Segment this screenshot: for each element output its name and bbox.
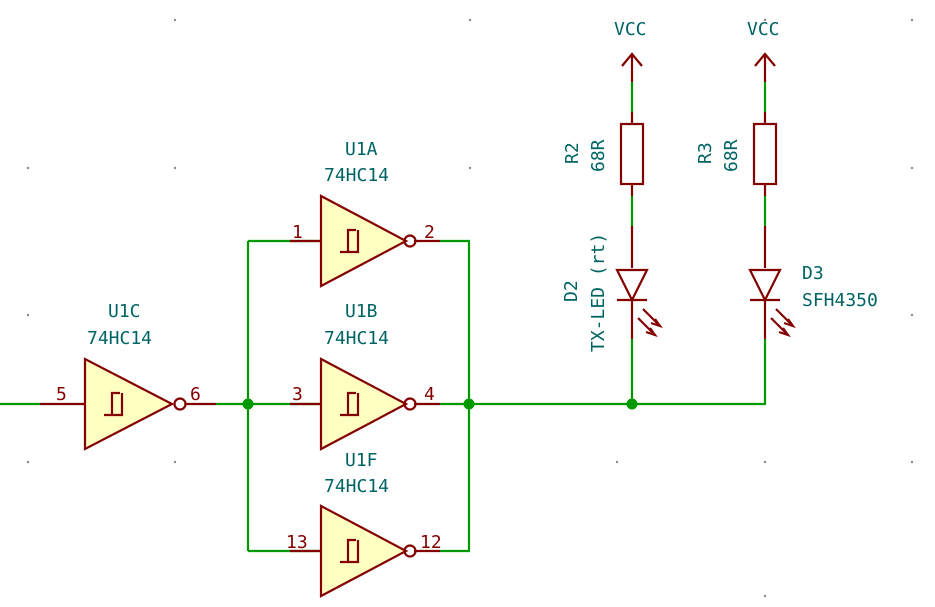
pin-number: 6 <box>190 384 201 405</box>
led-value: SFH4350 <box>802 290 878 311</box>
resistor-value: 68R <box>721 139 742 172</box>
led-ref: D2 <box>561 280 582 302</box>
gate-ref: U1B <box>345 301 378 322</box>
gate-value: 74HC14 <box>324 165 389 186</box>
gate-u1a[interactable]: U1A 74HC14 1 2 <box>290 139 440 288</box>
pin-number: 13 <box>286 532 308 553</box>
power-vcc-left[interactable]: VCC <box>614 19 647 82</box>
gate-ref: U1F <box>345 450 378 471</box>
pin-number: 5 <box>56 384 67 405</box>
resistor-ref: R3 <box>695 142 716 164</box>
pin-number: 12 <box>420 532 442 553</box>
led-ref: D3 <box>802 263 824 284</box>
gate-value: 74HC14 <box>324 328 389 349</box>
gate-u1f[interactable]: U1F 74HC14 13 12 <box>286 450 442 598</box>
junctions <box>242 398 638 410</box>
grid-dots <box>26 18 914 598</box>
gate-value: 74HC14 <box>324 476 389 497</box>
resistor-value: 68R <box>588 139 609 172</box>
resistor-ref: R2 <box>562 142 583 164</box>
power-label: VCC <box>614 19 647 40</box>
power-vcc-right[interactable]: VCC <box>747 19 780 82</box>
gate-value: 74HC14 <box>87 328 152 349</box>
pin-number: 1 <box>292 222 303 243</box>
pin-number: 2 <box>424 222 435 243</box>
pin-number: 3 <box>292 384 303 405</box>
led-d3[interactable]: D3 SFH4350 <box>748 226 878 339</box>
gate-u1b[interactable]: U1B 74HC14 3 4 <box>290 301 440 451</box>
led-d2[interactable]: D2 TX-LED (rt) <box>561 226 663 352</box>
pin-number: 4 <box>424 384 435 405</box>
resistor-r3[interactable]: R3 68R <box>695 112 778 196</box>
gate-ref: U1A <box>345 139 378 160</box>
led-value: TX-LED (rt) <box>588 233 609 352</box>
gate-ref: U1C <box>108 301 141 322</box>
power-label: VCC <box>747 19 780 40</box>
gate-u1c[interactable]: U1C 74HC14 5 6 <box>40 301 216 451</box>
resistor-r2[interactable]: R2 68R <box>562 112 645 196</box>
